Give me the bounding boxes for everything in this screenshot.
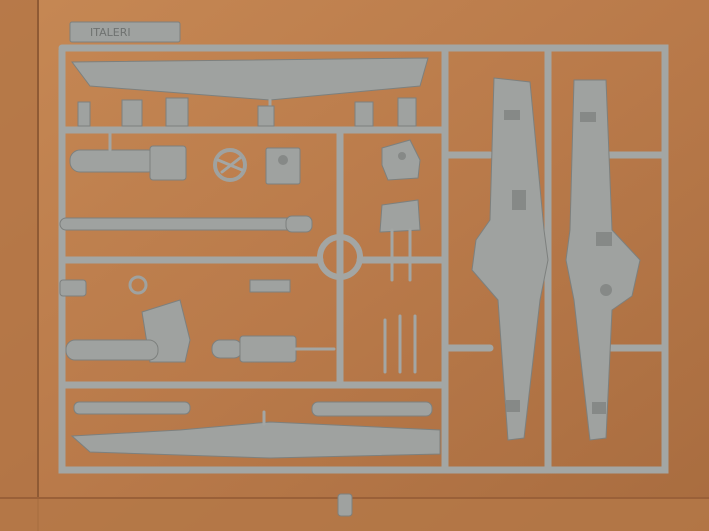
lower-cylinders-part [73, 401, 433, 417]
sprue-tag: ITALERI [69, 21, 181, 43]
rods-part [383, 314, 417, 374]
sprue-tag-label: ITALERI [90, 26, 131, 39]
loose-part [337, 493, 353, 517]
cardboard-strip-bottom [0, 498, 709, 531]
long-barrel-part [59, 215, 313, 233]
trail-leg-part-right [565, 79, 641, 441]
handwheel-part [213, 148, 247, 182]
small-fittings-row-middle [59, 275, 291, 297]
trail-leg-part-left [471, 77, 549, 441]
small-fittings-row-top [77, 97, 417, 127]
bracket-part [379, 199, 421, 282]
cardboard-flap-left [0, 0, 38, 531]
ring-part [317, 234, 363, 280]
square-mount-part [265, 147, 301, 185]
recoil-cylinder-part [211, 335, 336, 363]
turret-part [381, 139, 421, 181]
barrel-part-lower [65, 339, 159, 361]
barrel-part-upper [69, 128, 187, 181]
bottom-plate-part [70, 410, 441, 459]
sprue-frame [58, 44, 669, 474]
